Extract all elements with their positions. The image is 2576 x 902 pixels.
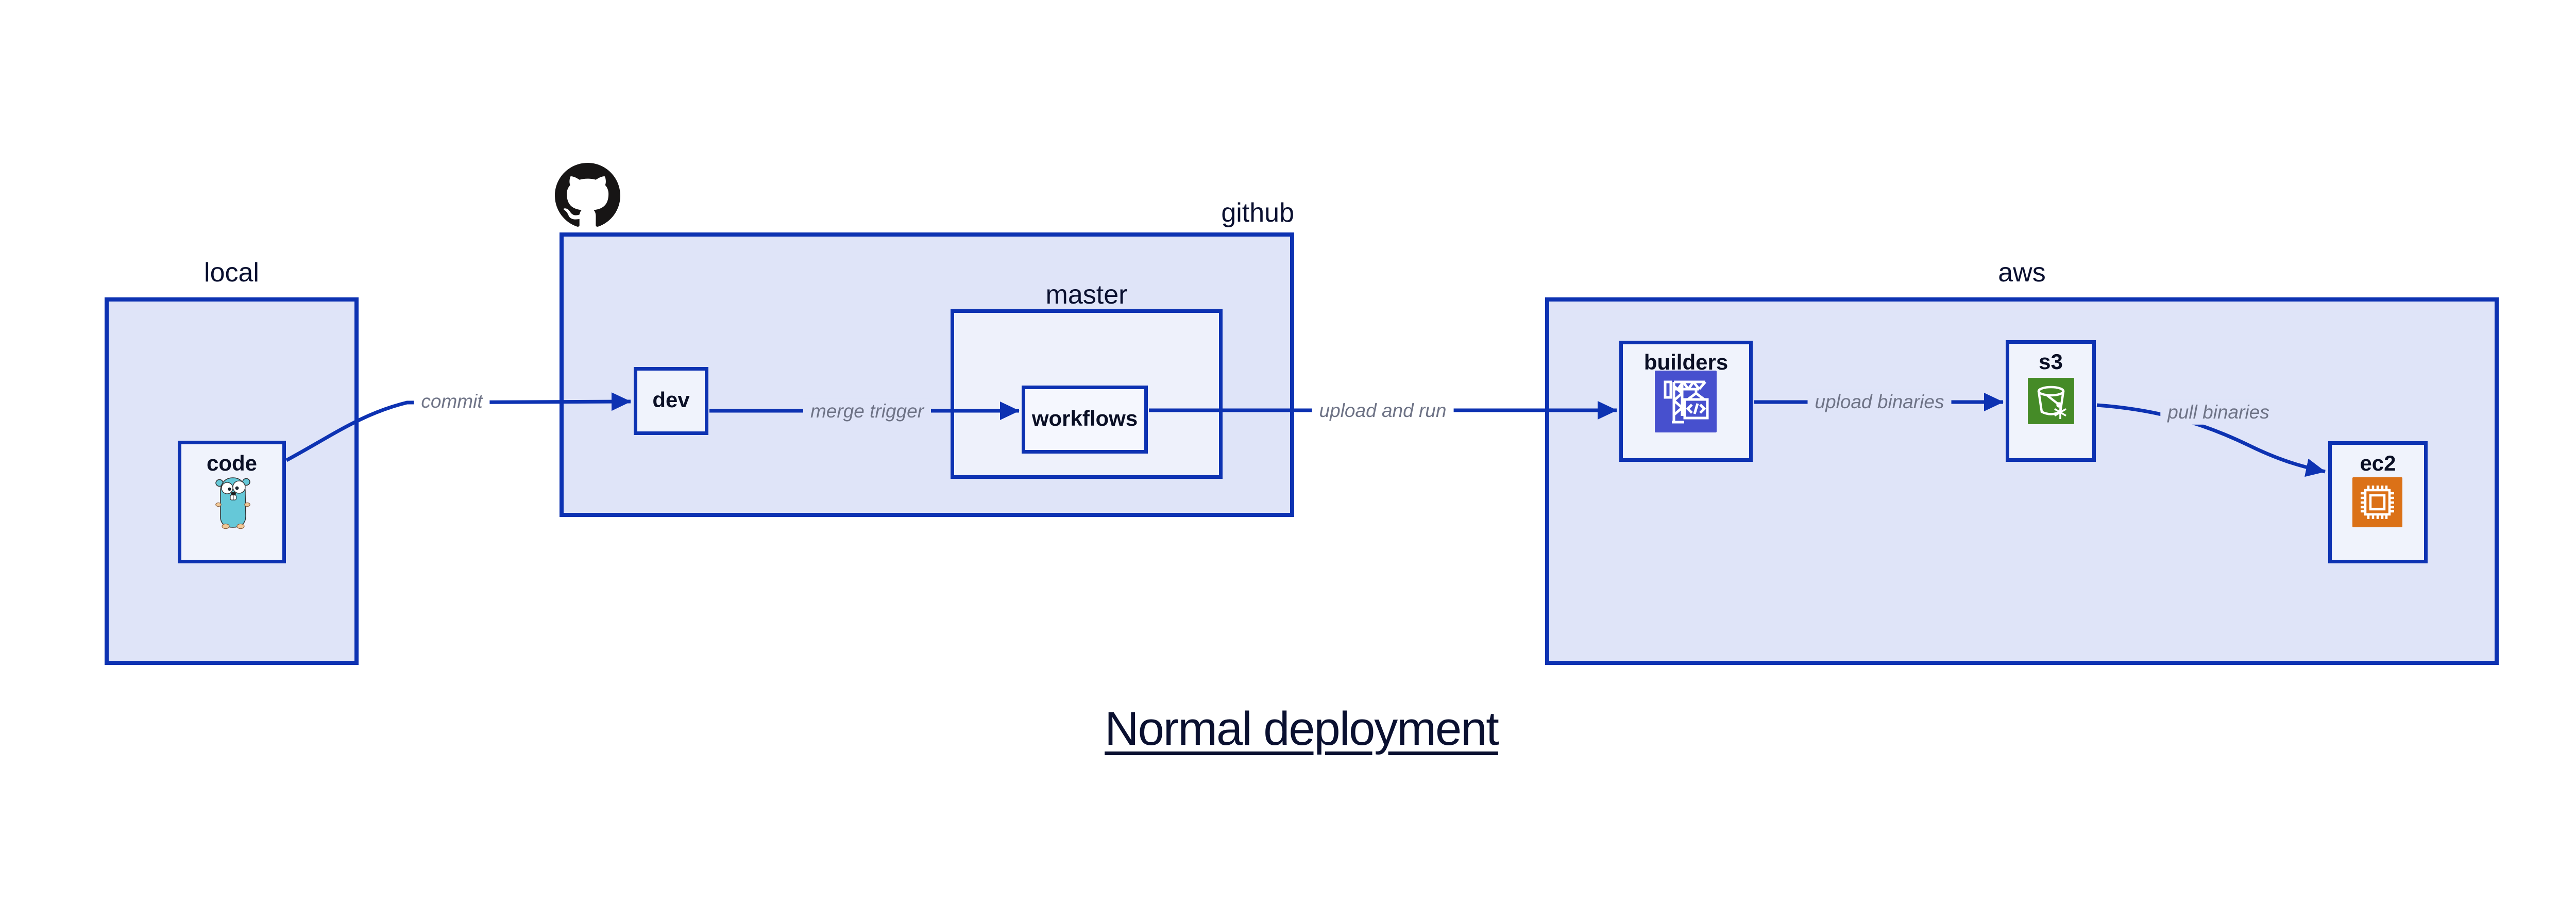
container-label-local: local	[204, 258, 259, 288]
container-label-aws: aws	[1998, 258, 2046, 288]
container-label-master: master	[1045, 280, 1128, 310]
edge-label-upload-and-run: upload and run	[1312, 398, 1454, 424]
node-workflows: workflows	[1022, 386, 1148, 454]
node-label-code: code	[206, 451, 258, 475]
edge-label-merge-trigger: merge trigger	[803, 398, 931, 424]
aws-codebuild-icon	[1655, 371, 1717, 432]
edge-label-upload-binaries: upload binaries	[1807, 389, 1952, 415]
edge-label-pull-binaries: pull binaries	[2160, 399, 2277, 425]
node-label-ec2: ec2	[2360, 451, 2396, 475]
github-octocat-icon	[555, 163, 620, 228]
node-label-builders: builders	[1643, 350, 1728, 374]
edge-label-commit: commit	[414, 389, 490, 414]
ec2-chip-icon	[2352, 477, 2402, 527]
node-label-s3: s3	[2039, 349, 2063, 374]
container-label-github: github	[1221, 198, 1294, 228]
node-label-workflows: workflows	[1031, 406, 1138, 431]
node-dev: dev	[634, 367, 708, 435]
go-gopher-icon	[213, 475, 252, 529]
node-label-dev: dev	[652, 388, 690, 412]
diagram-title: Normal deployment	[1105, 703, 1499, 755]
s3-glacier-bucket-icon	[2028, 378, 2074, 424]
